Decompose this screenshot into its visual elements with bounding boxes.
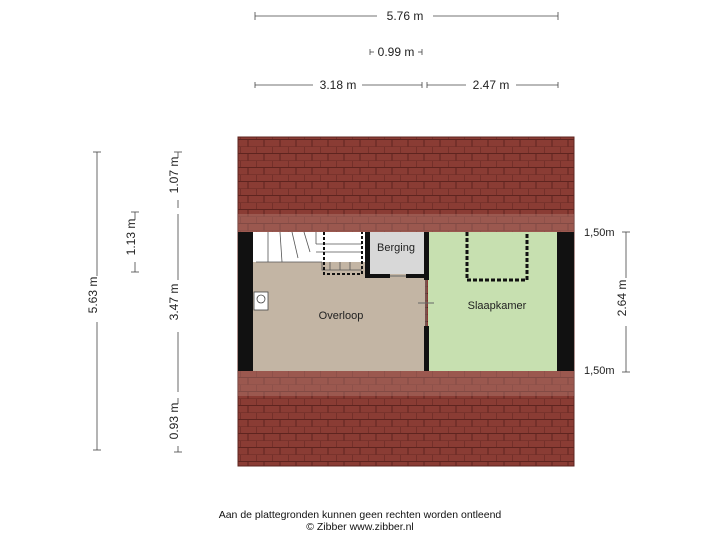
roof-band-top [238,214,574,232]
sink-icon [253,291,269,311]
overloop-floor [253,260,425,371]
berging-floor [369,232,424,274]
dim-left-mid: 3.47 m [167,284,181,321]
dormer-dashed-outline [465,232,529,282]
dim-top-left: 3.18 m [320,78,357,92]
dim-right-height: 2.64 m [615,280,629,317]
room-label-overloop: Overloop [319,310,364,322]
stair-dashed-outline [323,232,363,275]
dim-right-bottom-mark: 1,50m [584,365,615,377]
dim-left-roof-bottom: 0.93 m [167,403,181,440]
walls [238,232,574,371]
staircase [256,231,362,271]
room-label-slaapkamer: Slaapkamer [468,300,527,312]
dim-top-total: 5.76 m [387,9,424,23]
stair-area [253,232,365,262]
dim-left-total: 5.63 m [86,277,100,314]
dim-top-right: 2.47 m [473,78,510,92]
dim-top-door: 0.99 m [378,45,415,59]
footer-disclaimer: Aan de plattegronden kunnen geen rechten… [218,509,502,521]
footer-credit: © Zibber www.zibber.nl [306,521,414,533]
dim-right-top-mark: 1,50m [584,227,615,239]
slaapkamer-floor [428,232,557,371]
roof-band-bottom [238,370,574,396]
dim-left-roof-top: 1.07 m [167,157,181,194]
dim-left-upper: 1.13 m [124,219,138,256]
room-label-berging: Berging [377,242,415,254]
